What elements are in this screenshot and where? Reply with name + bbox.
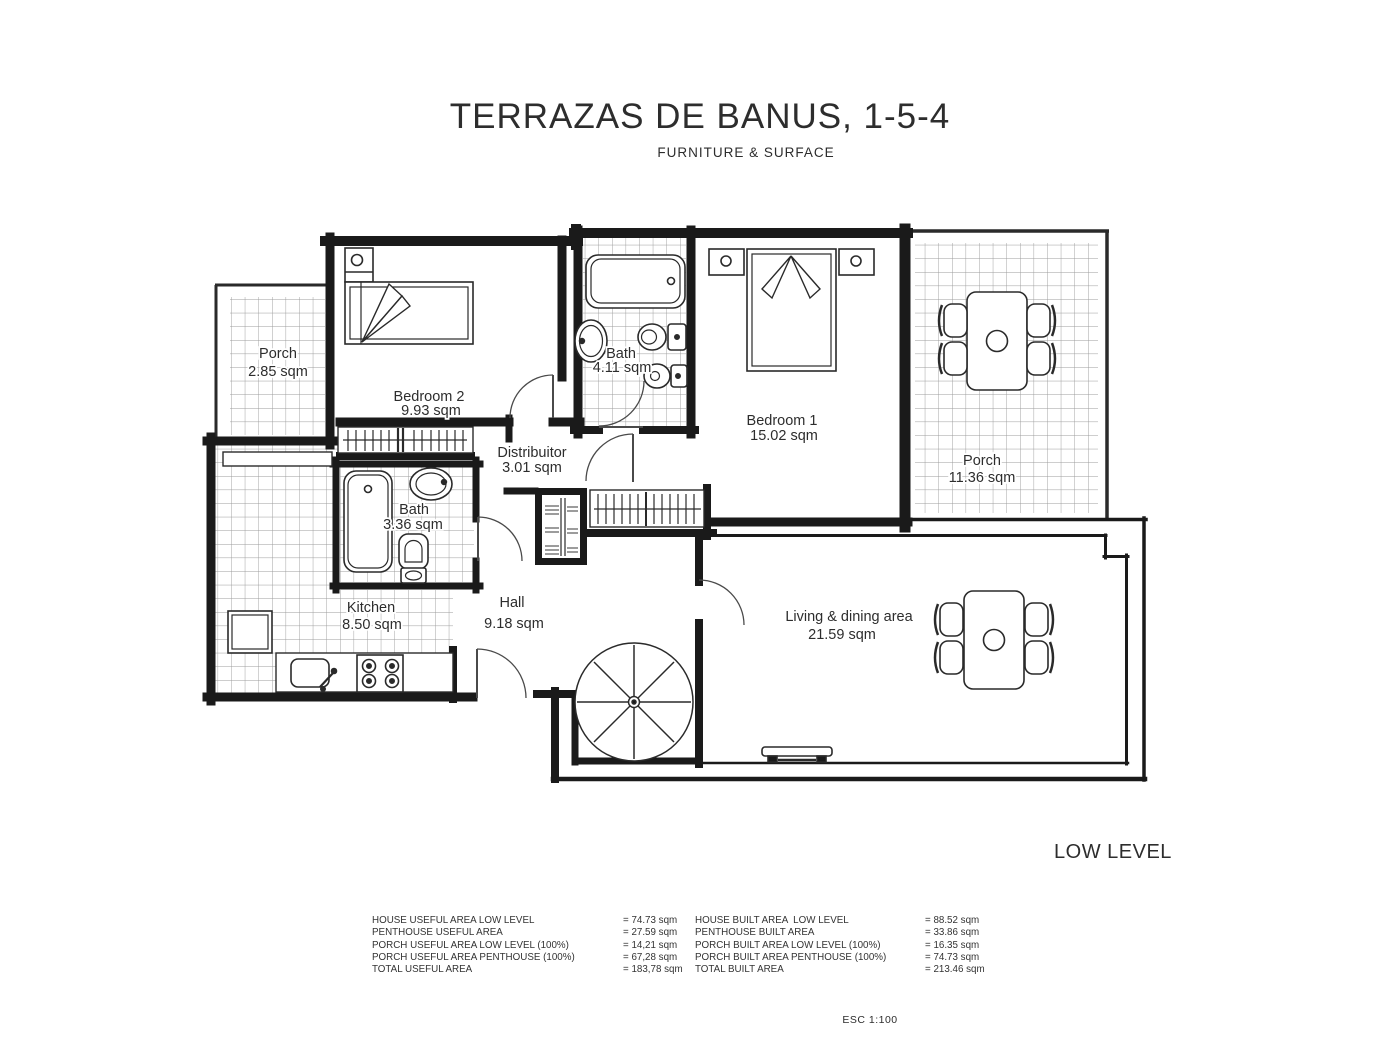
page-title: TERRAZAS DE BANUS, 1-5-4 bbox=[450, 97, 951, 136]
built-area-table: HOUSE BUILT AREA LOW LEVEL= 88.52 sqm PE… bbox=[695, 915, 985, 976]
scale-label: ESC 1:100 bbox=[842, 1014, 897, 1026]
porch-borders bbox=[214, 229, 1109, 519]
bathtub-icon bbox=[585, 254, 686, 309]
svg-text:8.50 sqm: 8.50 sqm bbox=[342, 617, 402, 633]
closet-shelves bbox=[535, 488, 587, 565]
double-bed-icon bbox=[746, 248, 837, 372]
bath-top-door-swing bbox=[598, 380, 645, 428]
svg-text:Hall: Hall bbox=[500, 595, 525, 611]
svg-text:9.18 sqm: 9.18 sqm bbox=[484, 616, 544, 632]
tv-console-icon bbox=[761, 746, 833, 763]
svg-text:Bath: Bath bbox=[399, 502, 429, 518]
svg-text:21.59 sqm: 21.59 sqm bbox=[808, 627, 876, 643]
chair-icon bbox=[933, 602, 964, 637]
walls bbox=[202, 223, 1148, 783]
living-door-swing bbox=[698, 579, 745, 626]
svg-text:15.02 sqm: 15.02 sqm bbox=[750, 428, 818, 444]
bidet-icon bbox=[643, 363, 688, 389]
wardrobe-icon bbox=[337, 426, 474, 454]
fridge-icon bbox=[227, 610, 273, 654]
spiral-staircase-icon bbox=[574, 642, 694, 762]
porch-top-left-tiles bbox=[230, 297, 325, 435]
table-row: HOUSE BUILT AREA LOW LEVEL= 88.52 sqm bbox=[695, 915, 980, 926]
outdoor-table-icon bbox=[966, 291, 1028, 391]
page-subtitle: FURNITURE & SURFACE bbox=[657, 145, 834, 160]
svg-text:Bedroom 1: Bedroom 1 bbox=[747, 413, 818, 429]
chair-icon bbox=[937, 341, 968, 376]
room-label-kitchen: Kitchen 8.50 sqm bbox=[340, 598, 403, 635]
room-label-bedroom-1: Bedroom 1 15.02 sqm bbox=[745, 411, 820, 446]
table-row: PENTHOUSE BUILT AREA= 33.86 sqm bbox=[695, 927, 980, 939]
table-row: HOUSE USEFUL AREA LOW LEVEL= 74.73 sqm bbox=[372, 915, 678, 926]
table-row: PORCH BUILT AREA LOW LEVEL (100%)= 16.35… bbox=[695, 939, 980, 951]
svg-text:Porch: Porch bbox=[259, 346, 297, 362]
svg-text:9.93 sqm: 9.93 sqm bbox=[401, 403, 461, 419]
chair-icon bbox=[937, 303, 968, 338]
svg-text:3.01 sqm: 3.01 sqm bbox=[502, 460, 562, 476]
svg-text:Porch: Porch bbox=[963, 453, 1001, 469]
table-row: PORCH USEFUL AREA LOW LEVEL (100%)= 14,2… bbox=[372, 939, 678, 951]
stove-icon bbox=[356, 654, 404, 693]
table-row: PENTHOUSE USEFUL AREA= 27.59 sqm bbox=[372, 927, 678, 939]
svg-text:2.85 sqm: 2.85 sqm bbox=[248, 364, 308, 380]
room-label-bath-top: Bath 4.11 sqm bbox=[591, 344, 653, 378]
room-label-hall: Hall 9.18 sqm bbox=[482, 593, 545, 634]
room-label-bedroom-2: Bedroom 2 9.93 sqm bbox=[392, 387, 466, 421]
wardrobe-icon bbox=[589, 489, 705, 528]
dining-table-icon bbox=[963, 590, 1025, 690]
chair-icon bbox=[933, 640, 964, 675]
nightstand-icon bbox=[708, 248, 745, 276]
svg-text:Distribuitor: Distribuitor bbox=[497, 445, 566, 461]
single-bed-icon bbox=[344, 281, 474, 345]
door-swings bbox=[476, 374, 745, 699]
svg-text:3.36 sqm: 3.36 sqm bbox=[383, 517, 443, 533]
level-label: LOW LEVEL bbox=[1054, 841, 1172, 863]
bedroom2-door-swing bbox=[509, 374, 554, 419]
chair-icon bbox=[1026, 303, 1057, 338]
table-row: TOTAL USEFUL AREA= 183,78 sqm bbox=[372, 964, 683, 976]
toilet-icon bbox=[637, 323, 687, 351]
bath-small-door-swing bbox=[477, 516, 523, 562]
chair-icon bbox=[1024, 640, 1055, 675]
bathtub-icon bbox=[343, 470, 393, 573]
table-row: PORCH BUILT AREA PENTHOUSE (100%)= 74.73… bbox=[695, 951, 980, 963]
nightstand-icon bbox=[838, 248, 875, 276]
chair-icon bbox=[1026, 341, 1057, 376]
bedroom1-door-swing bbox=[585, 433, 634, 482]
svg-text:11.36 sqm: 11.36 sqm bbox=[949, 470, 1016, 486]
room-label-bath-small: Bath 3.36 sqm bbox=[381, 500, 444, 535]
svg-text:4.11 sqm: 4.11 sqm bbox=[593, 360, 652, 376]
chair-icon bbox=[1024, 602, 1055, 637]
room-labels: Porch 2.85 sqm Bedroom 2 9.93 sqm Bath 4… bbox=[246, 344, 1017, 645]
furniture bbox=[222, 247, 1057, 763]
svg-text:Living & dining area: Living & dining area bbox=[785, 609, 913, 625]
svg-text:Bath: Bath bbox=[606, 346, 636, 362]
svg-text:Bedroom 2: Bedroom 2 bbox=[394, 389, 465, 405]
sink-icon bbox=[409, 467, 453, 501]
kitchen-sink-icon bbox=[290, 658, 338, 692]
room-label-distribuitor: Distribuitor 3.01 sqm bbox=[496, 443, 569, 478]
nightstand-icon bbox=[344, 247, 374, 283]
room-label-porch-top-left: Porch 2.85 sqm bbox=[246, 344, 309, 382]
useful-area-table: HOUSE USEFUL AREA LOW LEVEL= 74.73 sqm P… bbox=[372, 915, 683, 976]
table-row: PORCH USEFUL AREA PENTHOUSE (100%)= 67,2… bbox=[372, 951, 678, 963]
sink-icon bbox=[574, 319, 608, 363]
svg-text:Kitchen: Kitchen bbox=[347, 600, 395, 616]
entry-door-swing bbox=[476, 648, 527, 699]
room-label-living: Living & dining area 21.59 sqm bbox=[784, 607, 916, 645]
toilet-icon bbox=[398, 533, 429, 584]
table-row: TOTAL BUILT AREA= 213.46 sqm bbox=[695, 964, 985, 976]
room-label-porch-right: Porch 11.36 sqm bbox=[947, 451, 1017, 488]
